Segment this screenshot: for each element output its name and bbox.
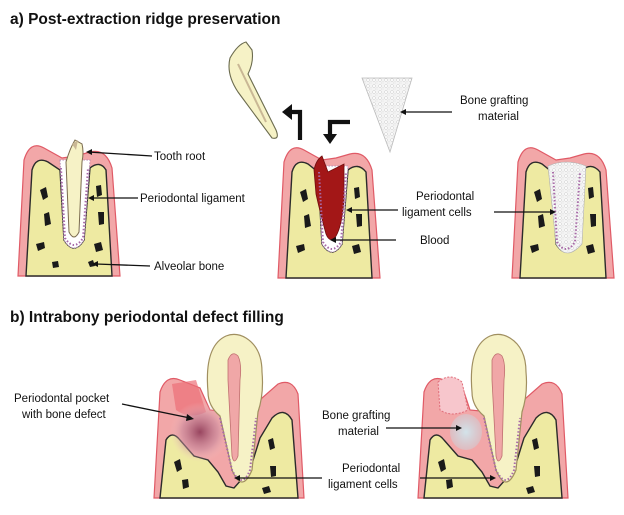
svg-text:ligament cells: ligament cells xyxy=(328,479,398,491)
svg-text:Periodontal: Periodontal xyxy=(342,463,400,475)
svg-text:Periodontal ligament: Periodontal ligament xyxy=(140,193,246,205)
socket-with-graft xyxy=(512,148,614,278)
graft-arrow-down xyxy=(323,122,350,144)
panel-a-title: a) Post-extraction ridge preservation xyxy=(10,11,280,28)
svg-text:Alveolar bone: Alveolar bone xyxy=(154,261,224,273)
svg-text:Bone grafting: Bone grafting xyxy=(322,410,390,422)
graft-in-defect xyxy=(450,414,482,450)
svg-text:Periodontal pocket: Periodontal pocket xyxy=(14,393,110,405)
tooth-with-defect xyxy=(154,334,304,498)
svg-text:ligament cells: ligament cells xyxy=(402,207,472,219)
socket-with-tooth-root xyxy=(18,140,120,276)
extracted-tooth xyxy=(229,42,277,138)
svg-text:Bone grafting: Bone grafting xyxy=(460,95,528,107)
svg-text:Periodontal: Periodontal xyxy=(416,191,474,203)
svg-text:material: material xyxy=(338,426,379,438)
svg-text:Tooth root: Tooth root xyxy=(154,151,206,163)
panel-b-title: b) Intrabony periodontal defect filling xyxy=(10,309,284,326)
svg-text:Blood: Blood xyxy=(420,235,449,247)
svg-text:with bone defect: with bone defect xyxy=(21,409,107,421)
bone-graft-cone xyxy=(362,78,412,152)
tooth-with-graft xyxy=(418,334,568,498)
label-bone-grafting-a: Bone grafting material xyxy=(400,95,528,123)
extraction-arrow-up xyxy=(282,104,300,140)
svg-text:material: material xyxy=(478,111,519,123)
socket-with-blood xyxy=(278,148,380,278)
